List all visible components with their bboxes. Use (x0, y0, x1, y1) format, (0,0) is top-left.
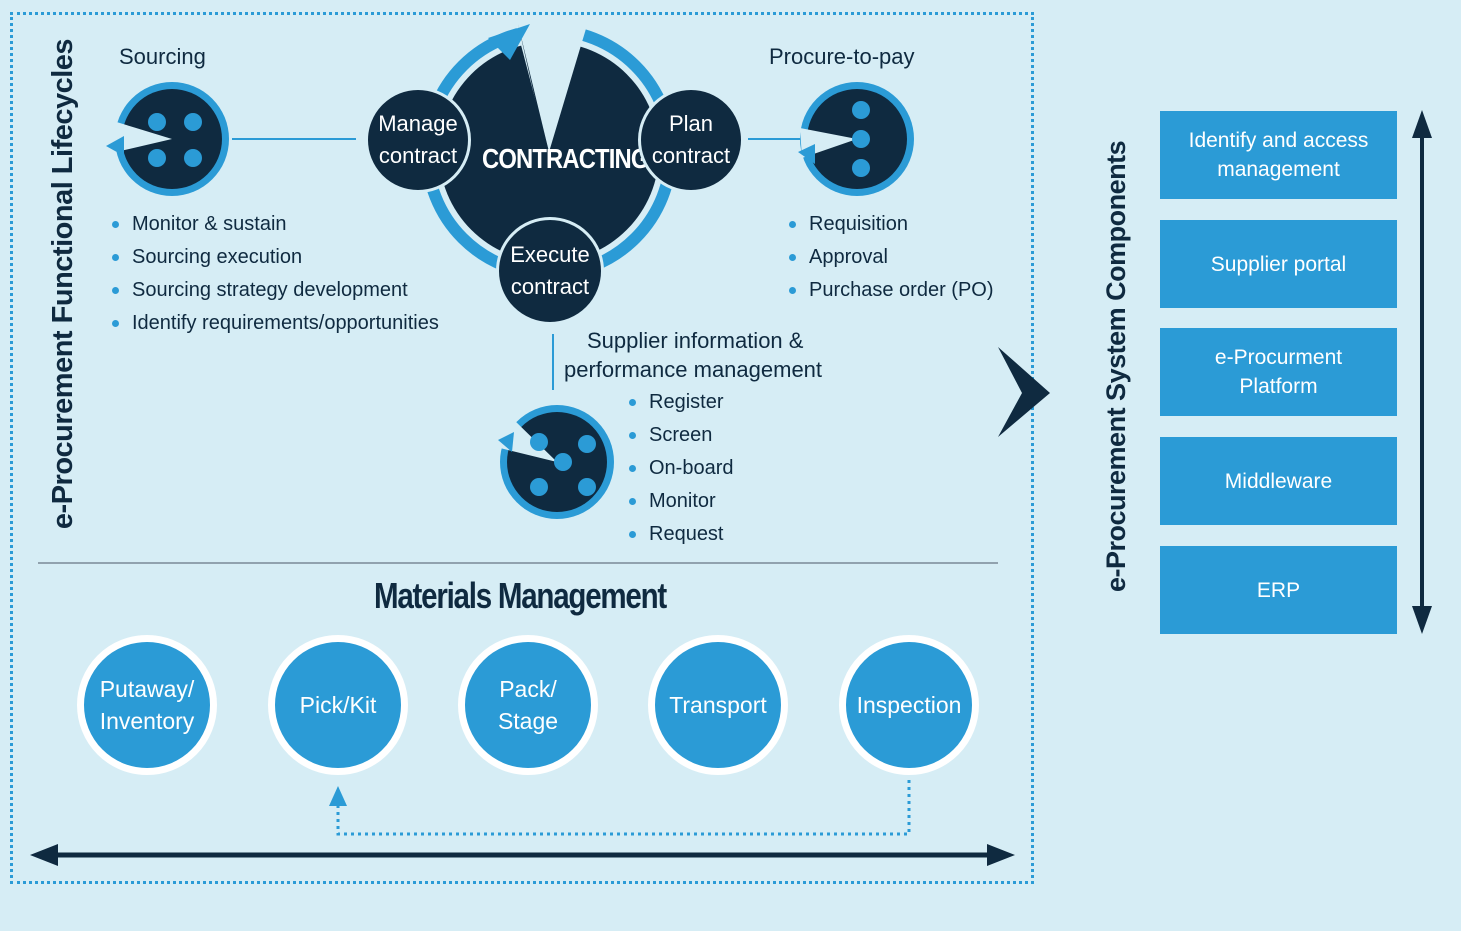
list-item: Sourcing execution (110, 245, 439, 278)
sourcing-list: Monitor & sustain Sourcing execution Sou… (110, 212, 439, 344)
list-item: Register (627, 390, 734, 423)
list-item: Requisition (787, 212, 994, 245)
components-title: e-Procurement System Components (1101, 140, 1131, 592)
list-item: Approval (787, 245, 994, 278)
list-item: Screen (627, 423, 734, 456)
list-item: Identify requirements/opportunities (110, 311, 439, 344)
materials-title: Materials Management (373, 575, 667, 616)
return-dotted-arrow (329, 780, 911, 836)
supplier-list: Register Screen On-board Monitor Request (627, 390, 734, 555)
list-item: Monitor (627, 489, 734, 522)
supplier-icon (498, 405, 614, 519)
component-middleware: Middleware (1160, 437, 1397, 525)
list-item: Sourcing strategy development (110, 278, 439, 311)
list-item: Request (627, 522, 734, 555)
list-item: Purchase order (PO) (787, 278, 994, 311)
procure-title: Procure-to-pay (769, 44, 915, 69)
vertical-double-arrow (1412, 110, 1432, 634)
list-item: On-board (627, 456, 734, 489)
pack-stage-circle: Pack/Stage (458, 635, 598, 775)
contracting-label: CONTRACTING (482, 143, 649, 174)
procure-icon (798, 82, 914, 196)
transport-circle: Transport (648, 635, 788, 775)
component-supplier-portal: Supplier portal (1160, 220, 1397, 308)
putaway-inventory-circle: Putaway/Inventory (77, 635, 217, 775)
sourcing-title: Sourcing (119, 44, 206, 69)
supplier-title-line1: Supplier information & (587, 328, 804, 353)
sourcing-icon (106, 82, 229, 196)
inspection-circle: Inspection (839, 635, 979, 775)
supplier-title-line2: performance management (564, 357, 823, 382)
list-item: Monitor & sustain (110, 212, 439, 245)
procure-list: Requisition Approval Purchase order (PO) (787, 212, 994, 311)
contracting-arrowhead (488, 24, 530, 60)
lifecycle-frame (10, 12, 1034, 884)
chevron-right-icon (998, 347, 1050, 437)
component-erp: ERP (1160, 546, 1397, 634)
horizontal-double-arrow (30, 844, 1015, 866)
pick-kit-circle: Pick/Kit (268, 635, 408, 775)
